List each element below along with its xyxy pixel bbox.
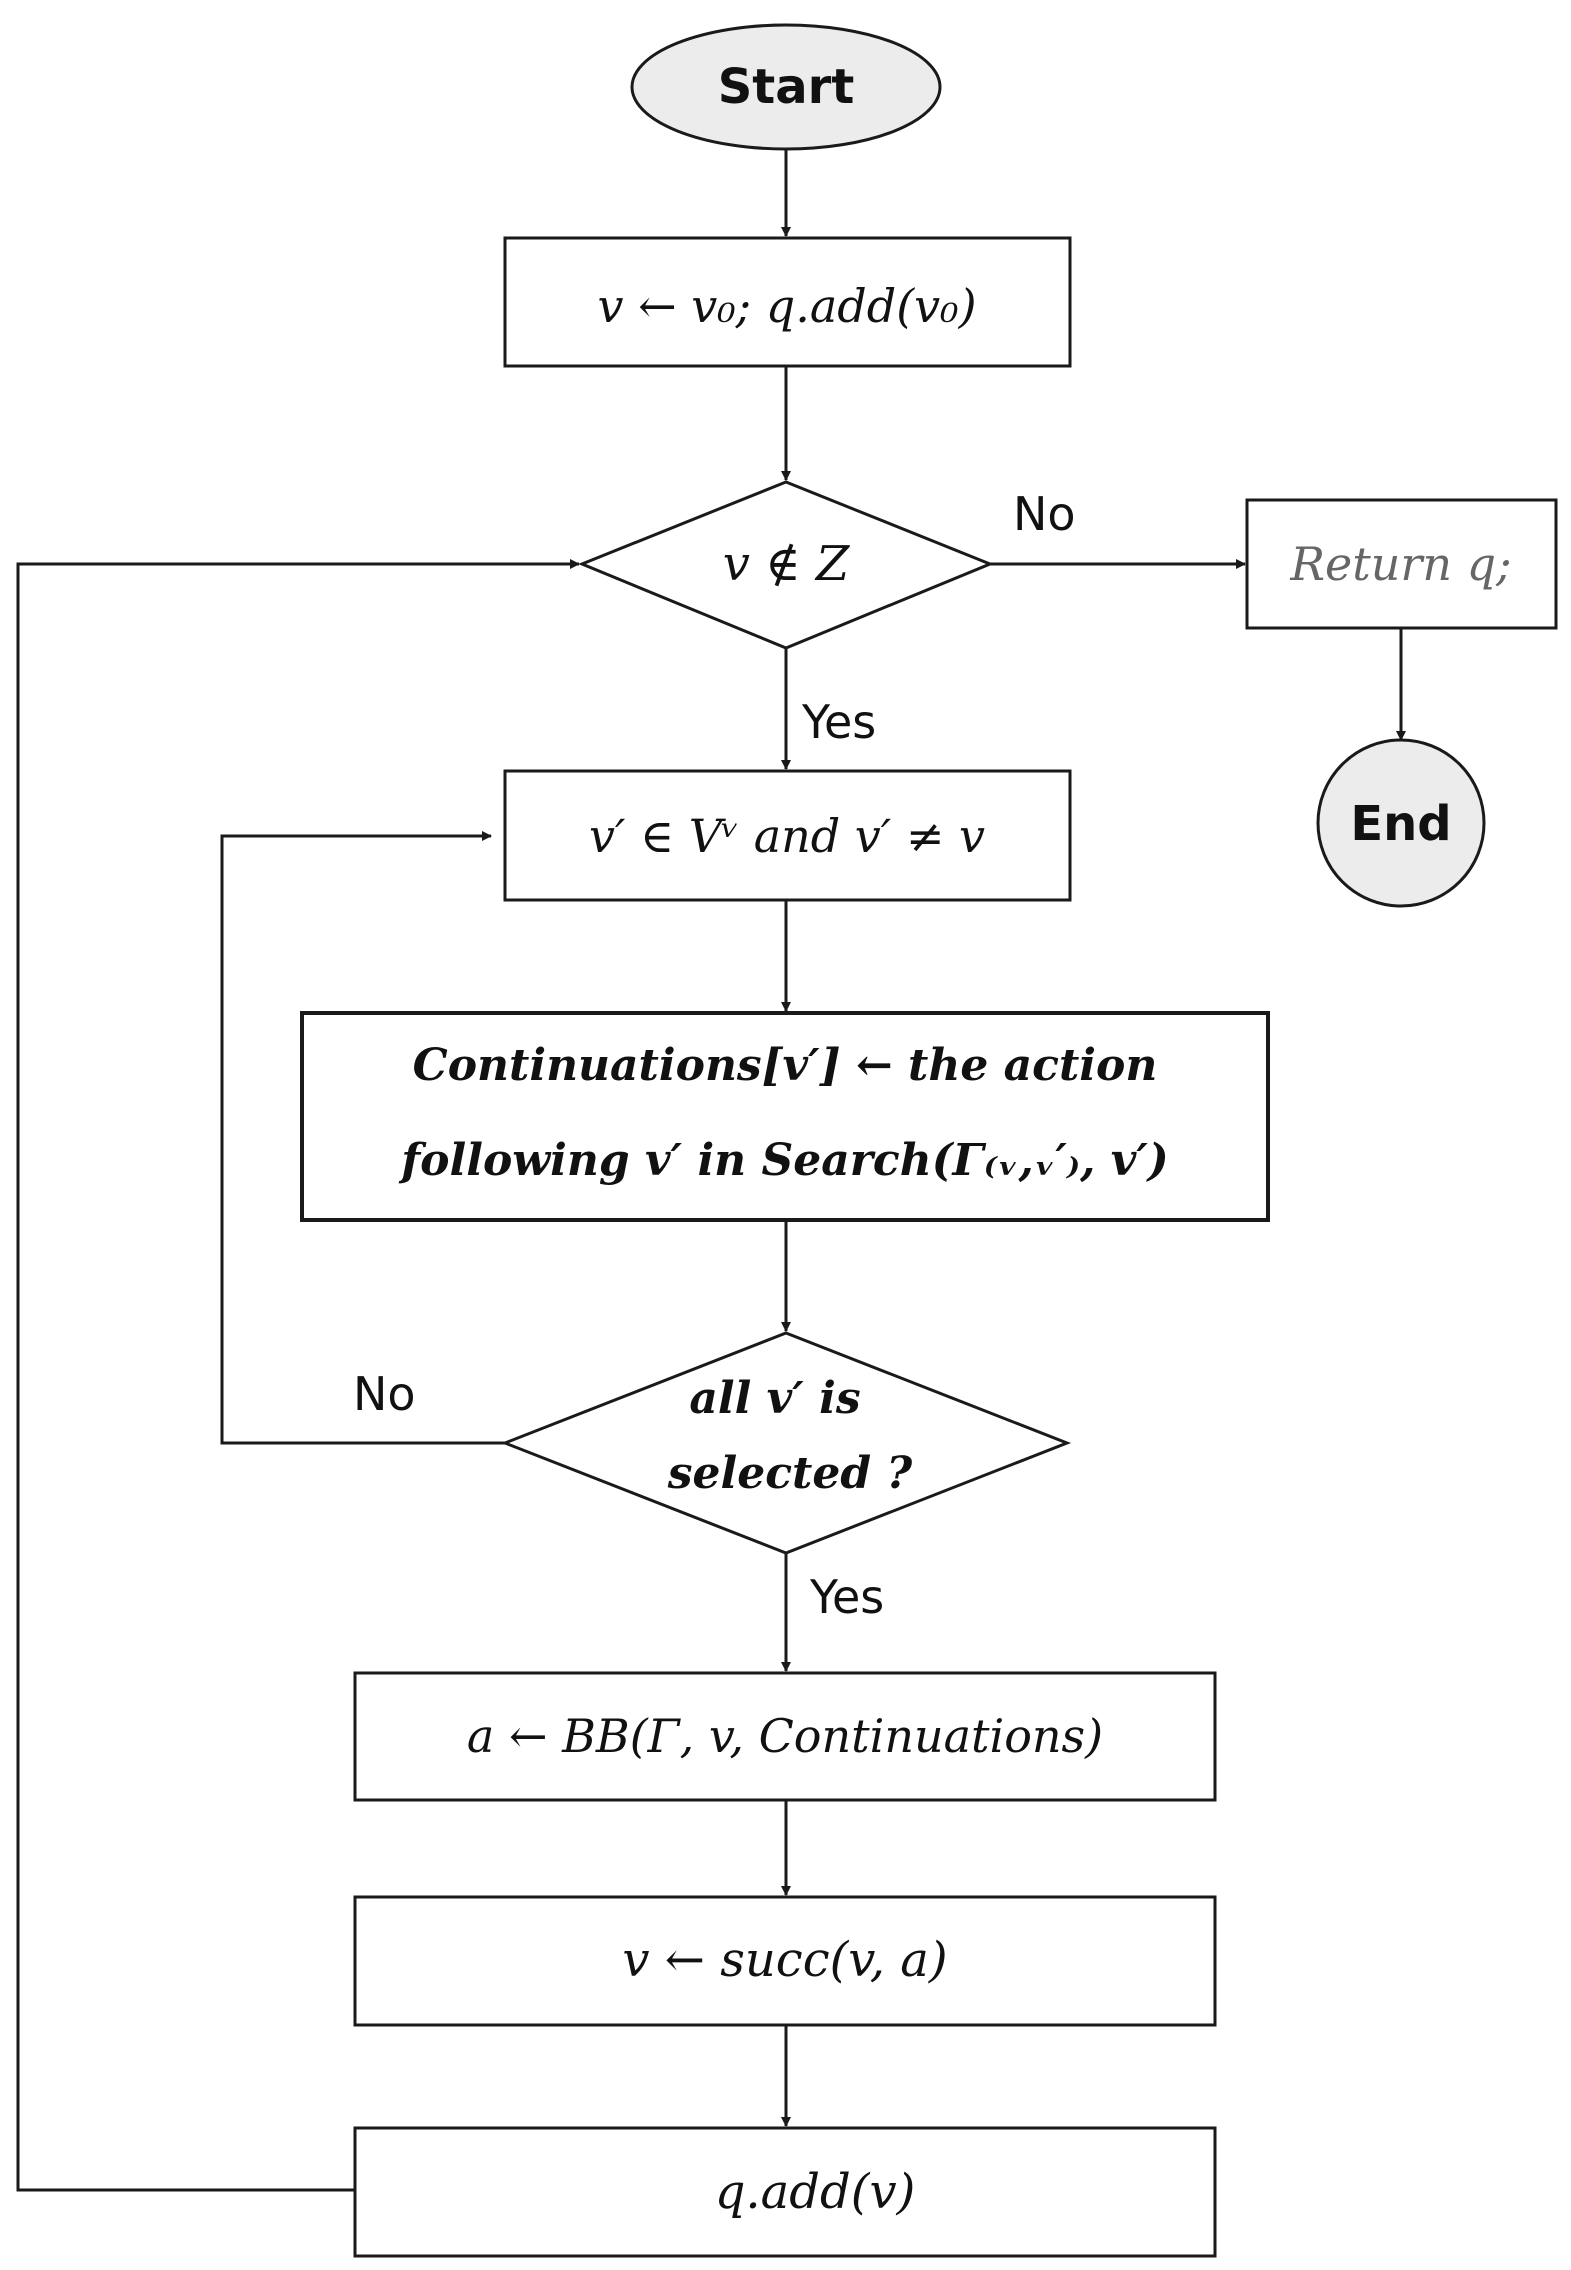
selected-yes-label: Yes <box>809 1570 884 1624</box>
selected-check-decision: all v′ is selected ? <box>500 1331 1072 1555</box>
bb-box <box>353 1671 1217 1802</box>
connectors <box>16 150 1406 2192</box>
succ-label: v ← succ(v, a) <box>622 1932 947 1988</box>
end-circle <box>1316 738 1486 908</box>
return-process: Return q; <box>1245 498 1558 630</box>
continuations-label-line1: Continuations[v′] ← the action <box>413 1040 1158 1091</box>
init-process: v ← v₀; q.add(v₀) <box>503 236 1072 368</box>
add-box <box>353 2126 1217 2258</box>
init-label: v ← v₀; q.add(v₀) <box>597 279 976 333</box>
succ-box <box>353 1895 1217 2027</box>
end-label: End <box>1350 796 1451 852</box>
end-terminal: End <box>1316 738 1486 908</box>
terminal-check-decision: v ∉ Z <box>578 480 994 650</box>
edge-selected-no-loop <box>220 831 505 1445</box>
init-box <box>503 236 1072 368</box>
selected-no-label: No <box>353 1367 416 1421</box>
bb-process: a ← BB(Γ, v, Continuations) <box>353 1671 1217 1802</box>
edge-add-loop-to-terminal-check <box>16 559 580 2192</box>
selected-check-diamond <box>500 1331 1072 1555</box>
selected-check-label-line2: selected ? <box>667 1448 914 1499</box>
continuations-label-line2: following v′ in Search(Γ₍ᵥ,ᵥ′₎, v′) <box>398 1135 1169 1186</box>
start-label: Start <box>718 59 855 115</box>
return-box <box>1245 498 1558 630</box>
successor-label: v′ ∈ Vᵛ and v′ ≠ v <box>589 809 985 863</box>
selected-check-label-line1: all v′ is <box>689 1373 860 1424</box>
start-ellipse <box>630 23 942 151</box>
return-label: Return q; <box>1289 537 1511 591</box>
add-label: q.add(v) <box>715 2164 916 2220</box>
terminal-check-diamond <box>578 480 994 650</box>
terminal-check-label: v ∉ Z <box>723 536 851 592</box>
terminal-yes-label: Yes <box>801 695 876 749</box>
start-terminal: Start <box>630 23 942 151</box>
successor-box <box>503 769 1072 902</box>
continuations-box <box>300 1011 1270 1222</box>
continuations-process: Continuations[v′] ← the action following… <box>300 1011 1270 1222</box>
terminal-no-label: No <box>1013 487 1076 541</box>
succ-process: v ← succ(v, a) <box>353 1895 1217 2027</box>
add-process: q.add(v) <box>353 2126 1217 2258</box>
successor-process: v′ ∈ Vᵛ and v′ ≠ v <box>503 769 1072 902</box>
bb-label: a ← BB(Γ, v, Continuations) <box>467 1709 1103 1763</box>
